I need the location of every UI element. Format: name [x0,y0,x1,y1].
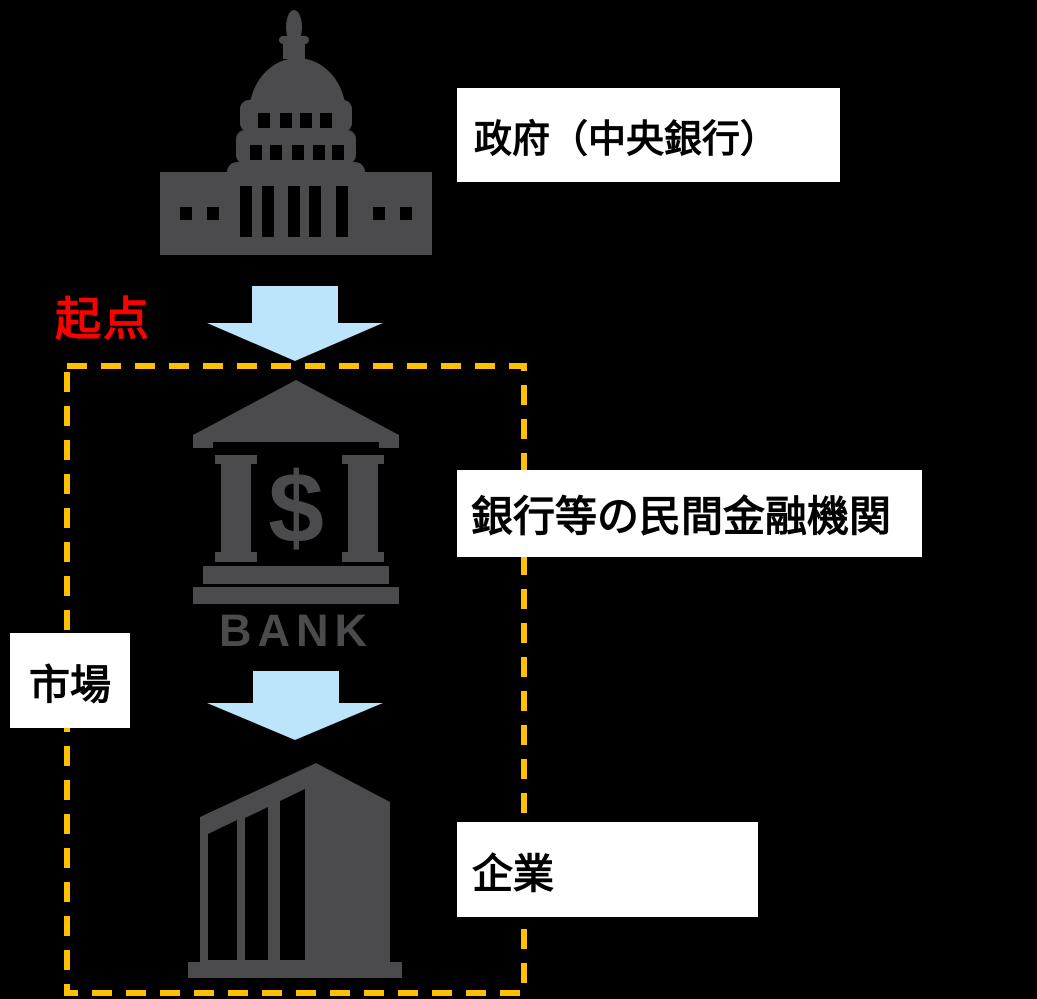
bank-label: 銀行等の民間金融機関 [457,470,922,557]
dollar-sign-icon: $ [268,452,324,564]
capitol-building-icon [160,10,432,255]
bank-icon-caption: BANK [219,605,373,650]
office-building-icon [188,763,402,978]
origin-label: 起点 [55,293,151,345]
market-label-text: 市場 [29,661,111,708]
company-label: 企業 [457,822,758,917]
market-label: 市場 [10,633,130,728]
down-arrow-icon [207,286,383,361]
government-label: 政府（中央銀行） [457,88,840,182]
government-label-text: 政府（中央銀行） [474,118,779,161]
company-label-text: 企業 [472,850,554,897]
bank-label-text: 銀行等の民間金融機関 [471,493,892,540]
bank-icon: $ BANK [193,380,399,650]
down-arrow-icon [207,671,383,740]
